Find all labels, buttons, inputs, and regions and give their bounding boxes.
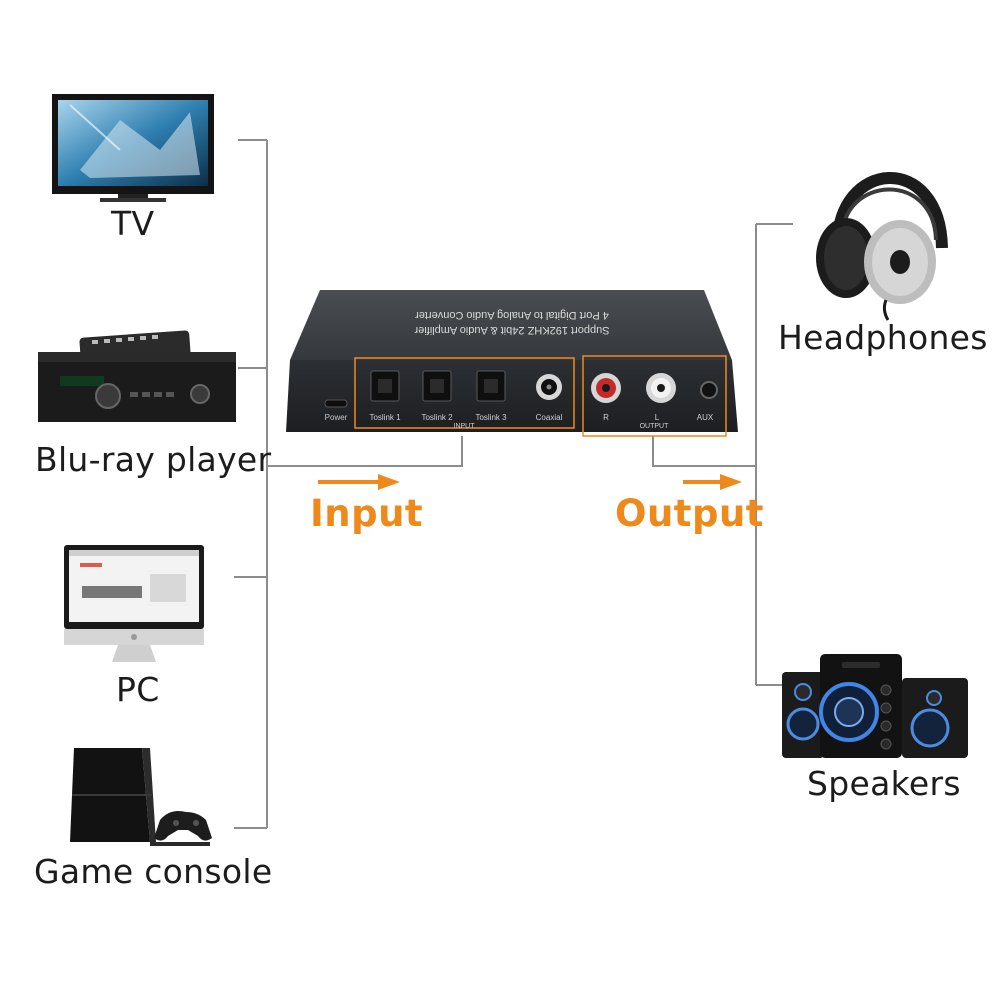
toslink-3-label: Toslink 3 (475, 413, 507, 422)
tv-label: TV (111, 204, 155, 243)
coaxial-label: Coaxial (536, 413, 563, 422)
toslink-1-label: Toslink 1 (369, 413, 401, 422)
output-port-group (582, 355, 727, 437)
output-group-label: OUTPUT (640, 423, 670, 430)
input-port-group (354, 357, 575, 429)
coaxial-port (536, 374, 562, 400)
headphones-label: Headphones (778, 318, 988, 357)
bluray-label: Blu-ray player (35, 440, 272, 479)
aux-label: AUX (697, 413, 714, 422)
toslink-3-port (476, 370, 506, 402)
output-flow-label: Output (615, 492, 764, 535)
power-label: Power (325, 413, 348, 422)
toslink-2-port (422, 370, 452, 402)
converter-top-panel (290, 290, 732, 360)
pc-label: PC (116, 670, 160, 709)
converter-title-line1: 4 Port Digital to Analog Audio Converter (415, 309, 609, 321)
power-port (324, 399, 348, 408)
input-arrow (318, 474, 400, 490)
rca-right-label: R (603, 413, 609, 422)
rca-left-port (646, 373, 676, 403)
speakers-label: Speakers (807, 764, 961, 803)
input-group-label: INPUT (454, 423, 476, 430)
aux-port (700, 381, 718, 399)
input-connector (267, 436, 463, 467)
rca-right-port (591, 373, 621, 403)
toslink-2-label: Toslink 2 (421, 413, 453, 422)
converter-title-line2: Support 192KHZ 24bit & Audio Amplifier (414, 324, 609, 336)
output-connector (652, 436, 756, 467)
game-console-label: Game console (34, 852, 273, 891)
input-flow-label: Input (310, 492, 424, 535)
output-arrow (683, 474, 742, 490)
rca-left-label: L (655, 413, 660, 422)
toslink-1-port (370, 370, 400, 402)
